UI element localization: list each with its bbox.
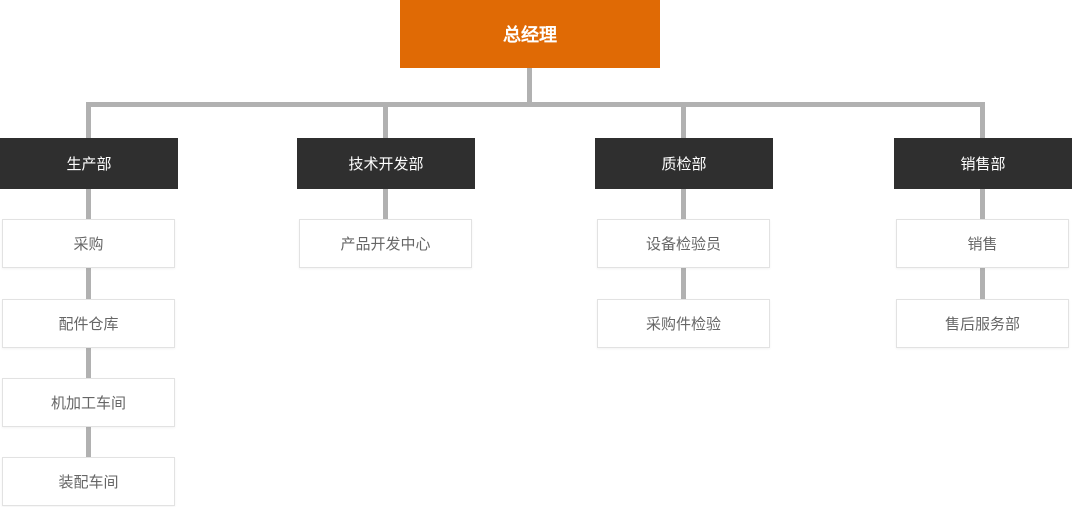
connector-sales-2 xyxy=(980,268,985,299)
connector-drop-sales xyxy=(980,102,985,138)
org-node-after-sales-service: 售后服务部 xyxy=(896,299,1069,348)
connector-production-3 xyxy=(86,348,91,378)
connector-qc-2 xyxy=(681,268,686,299)
connector-production-1 xyxy=(86,189,91,219)
org-node-general-manager: 总经理 xyxy=(400,0,660,68)
org-node-product-dev-center: 产品开发中心 xyxy=(299,219,472,268)
connector-drop-production xyxy=(86,102,91,138)
org-node-equipment-inspector: 设备检验员 xyxy=(597,219,770,268)
connector-drop-qc xyxy=(681,102,686,138)
org-node-purchased-parts-inspection: 采购件检验 xyxy=(597,299,770,348)
org-node-parts-warehouse: 配件仓库 xyxy=(2,299,175,348)
connector-drop-tech-dev xyxy=(383,102,388,138)
connector-trunk-horizontal xyxy=(86,102,985,107)
org-node-production-dept: 生产部 xyxy=(0,138,178,189)
connector-sales-1 xyxy=(980,189,985,219)
connector-production-4 xyxy=(86,427,91,457)
org-node-tech-dev-dept: 技术开发部 xyxy=(297,138,475,189)
org-node-machining-workshop: 机加工车间 xyxy=(2,378,175,427)
connector-root-stem xyxy=(527,68,532,102)
org-node-qc-dept: 质检部 xyxy=(595,138,773,189)
org-node-procurement: 采购 xyxy=(2,219,175,268)
connector-tech-dev-1 xyxy=(383,189,388,219)
org-node-sales: 销售 xyxy=(896,219,1069,268)
connector-production-2 xyxy=(86,268,91,299)
connector-qc-1 xyxy=(681,189,686,219)
org-node-assembly-workshop: 装配车间 xyxy=(2,457,175,506)
org-node-sales-dept: 销售部 xyxy=(894,138,1072,189)
